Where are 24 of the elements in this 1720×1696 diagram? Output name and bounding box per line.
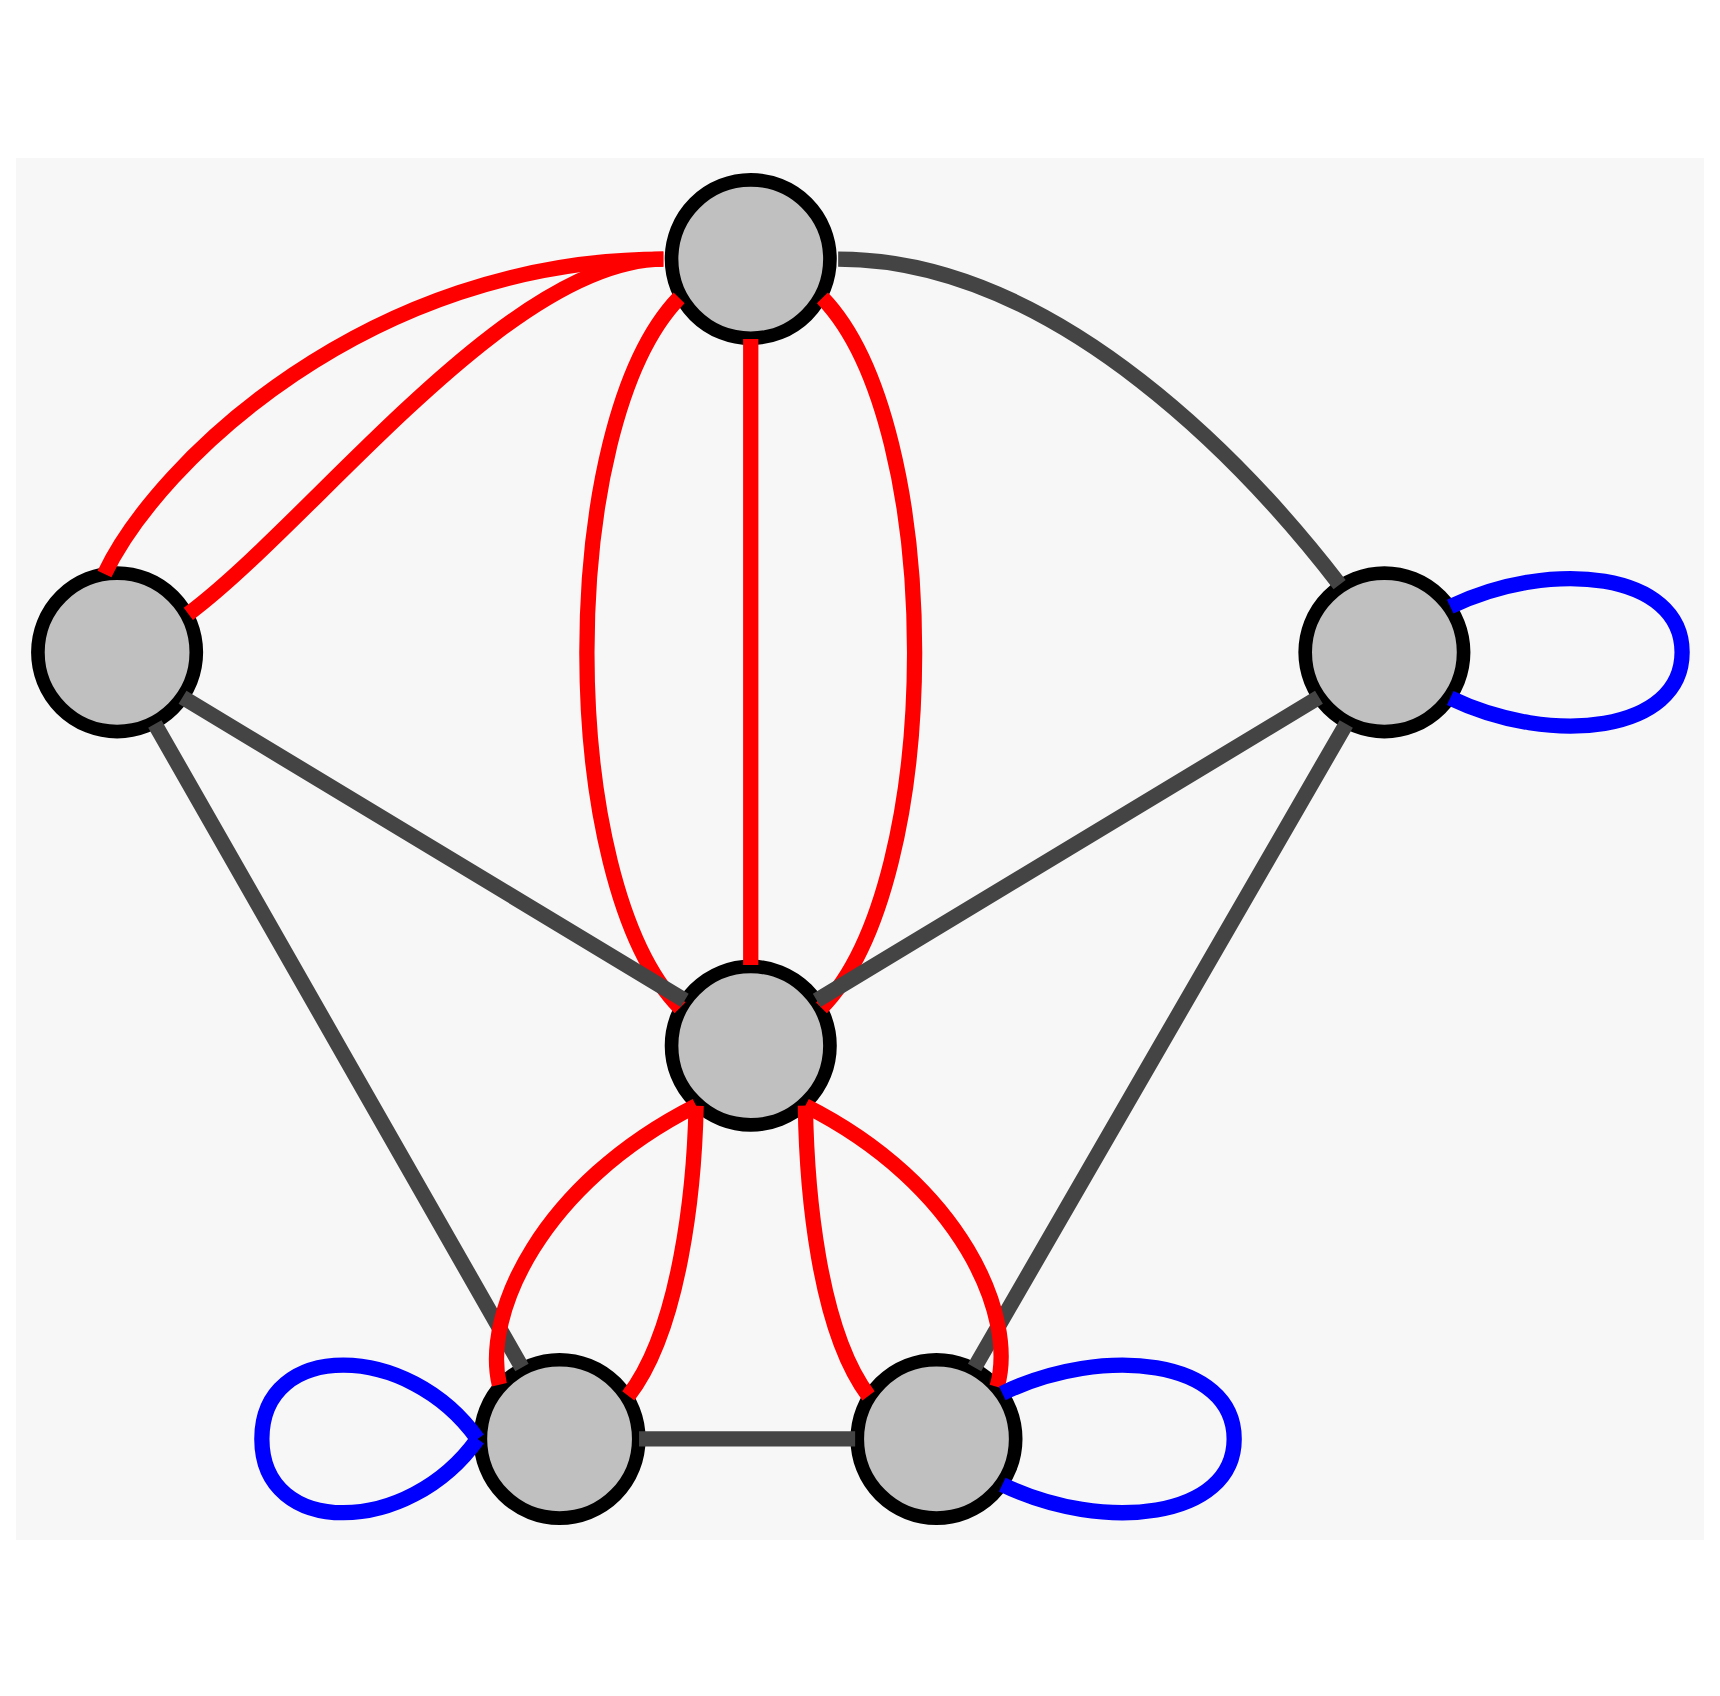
node-circle [473, 1351, 646, 1524]
connector [999, 1356, 1242, 1520]
connector [967, 719, 1353, 1371]
connector [622, 1104, 704, 1400]
connector [797, 1104, 875, 1399]
connector [97, 250, 664, 577]
node-circle [664, 172, 837, 345]
connector [1447, 570, 1690, 733]
connector [148, 719, 529, 1371]
connector [254, 1356, 484, 1520]
node-circle [850, 1351, 1023, 1524]
connector [178, 689, 689, 1006]
connector [801, 1098, 1009, 1388]
connector [579, 292, 687, 1012]
connector [743, 337, 759, 964]
connector [183, 250, 665, 619]
node-circle [664, 958, 837, 1131]
node-circle [31, 565, 204, 738]
connector [639, 1430, 856, 1446]
node-circle [1298, 565, 1471, 738]
connector [837, 250, 1346, 589]
connector [815, 292, 923, 1012]
connector [812, 689, 1323, 1006]
connector [489, 1098, 700, 1385]
